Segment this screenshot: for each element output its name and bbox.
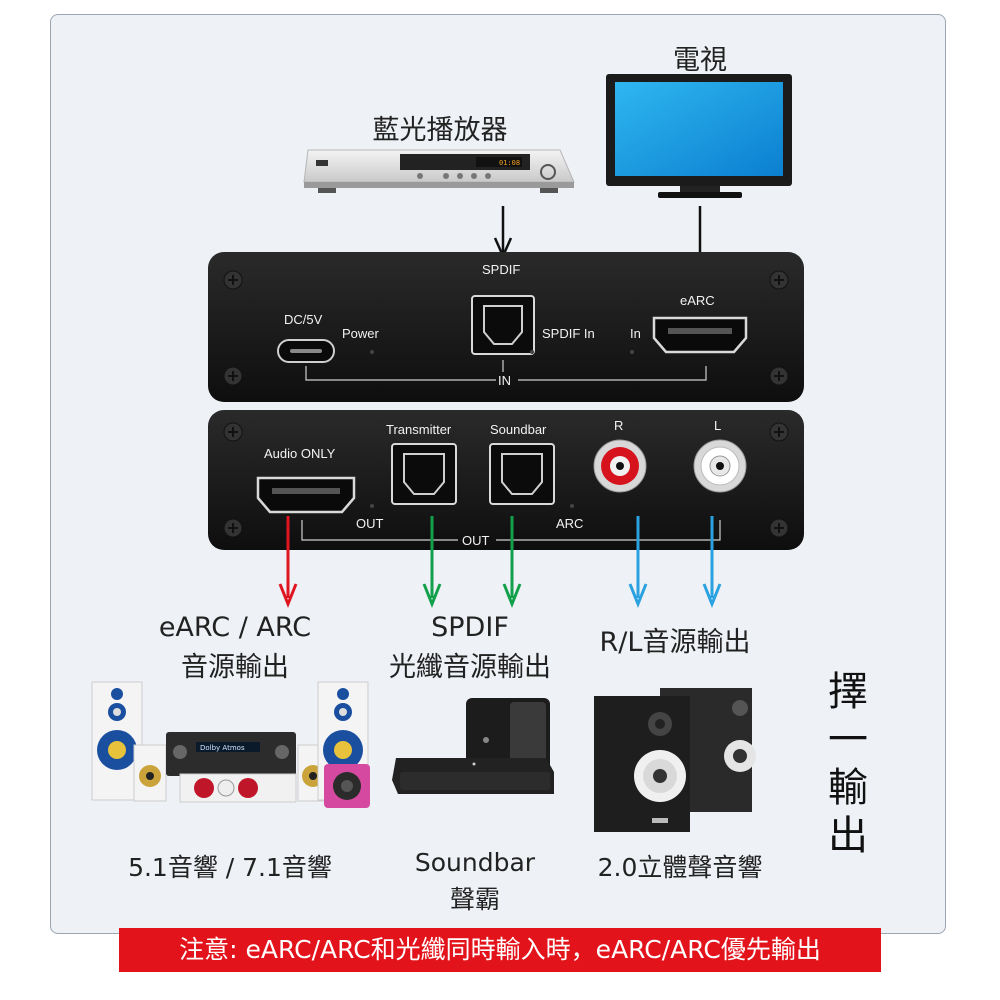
in-group-label: IN xyxy=(498,373,511,388)
stereo-speakers-icon xyxy=(594,688,756,832)
arc-label: ARC xyxy=(556,516,584,531)
receiver-display-text: Dolby Atmos xyxy=(200,744,245,752)
device-panel-bottom xyxy=(208,410,804,550)
out-port-label: OUT xyxy=(356,516,384,531)
earc-output-arrow xyxy=(278,516,298,609)
dc-5v-label: DC/5V xyxy=(284,312,323,327)
soundbar-label-line2: 聲霸 xyxy=(449,885,500,914)
surround-label: 5.1音響 / 7.1音響 xyxy=(128,853,332,882)
surround-system-icon xyxy=(91,681,370,808)
earc-output-label-line1: eARC / ARC xyxy=(158,612,312,643)
rl-output-arrow-l xyxy=(702,516,722,609)
tv-label: 電視 xyxy=(673,45,727,76)
spdif-panel-label: SPDIF xyxy=(482,262,521,277)
spdif-output-label-line2: 光纖音源輸出 xyxy=(389,652,551,683)
audio-only-label: Audio ONLY xyxy=(264,446,336,461)
out-group-label: OUT xyxy=(462,533,490,548)
power-label: Power xyxy=(342,326,379,341)
rca-l-label: L xyxy=(714,418,722,433)
rl-output-label: R/L音源輸出 xyxy=(599,627,751,658)
soundbar-icon xyxy=(392,698,554,794)
bluray-label: 藍光播放器 xyxy=(372,115,508,146)
bluray-display-text: 01:08 xyxy=(499,159,520,167)
device-panel-top xyxy=(208,252,804,402)
spdif-output-arrow-soundbar xyxy=(502,516,522,609)
spdif-output-arrow-transmitter xyxy=(422,516,442,609)
priority-notice-banner: 注意: eARC/ARC和光纖同時輸入時，eARC/ARC優先輸出 xyxy=(119,928,881,972)
stereo-label: 2.0立體聲音響 xyxy=(597,853,763,882)
transmitter-label: Transmitter xyxy=(386,422,452,437)
bluray-player-icon xyxy=(303,149,575,193)
soundbar-port-label: Soundbar xyxy=(490,422,547,437)
spdif-output-label-line1: SPDIF xyxy=(431,612,509,643)
earc-output-label-line2: 音源輸出 xyxy=(181,652,289,683)
soundbar-label-line1: Soundbar xyxy=(414,848,536,877)
in-label: In xyxy=(630,326,641,341)
select-one-output-label: 擇 一 輸 出 xyxy=(828,669,868,859)
tv-icon xyxy=(606,74,792,198)
spdif-input-arrow xyxy=(493,206,513,260)
earc-panel-label: eARC xyxy=(680,293,715,308)
spdif-in-label: SPDIF In xyxy=(542,326,595,341)
rca-r-label: R xyxy=(614,418,624,433)
rl-output-arrow-r xyxy=(628,516,648,609)
